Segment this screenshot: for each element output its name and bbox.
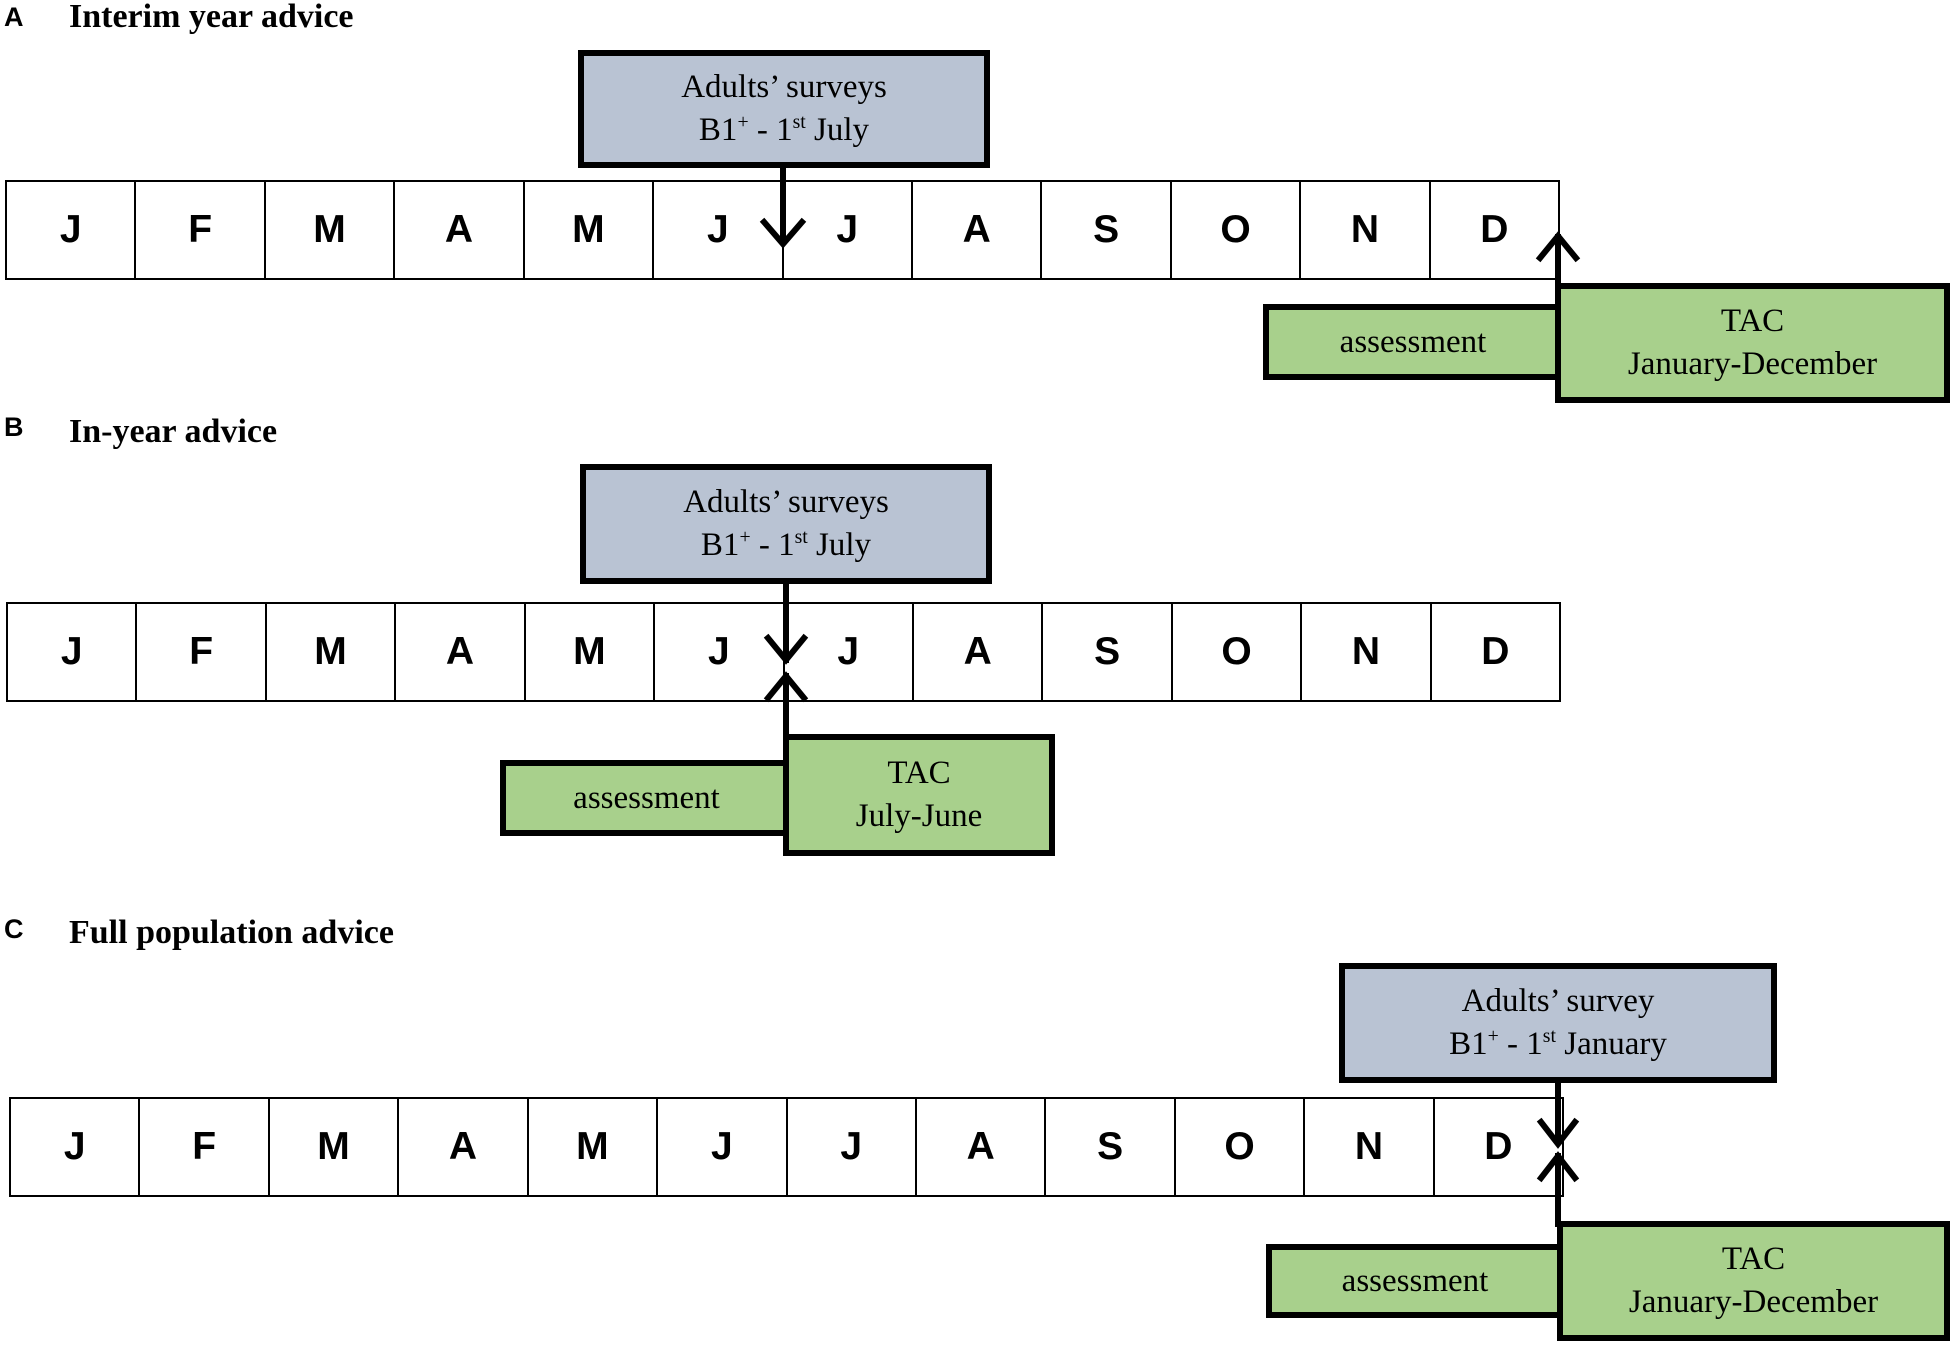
panel-title: In-year advice [69,413,278,450]
survey-label: Adults’ survey [1461,983,1655,1020]
month-cell: F [136,182,266,278]
assessment-box: assessment [500,760,793,836]
month-cell: M [526,604,656,700]
month-cell: J [784,182,913,278]
panel-title: Full population advice [69,914,394,951]
panel-title: Interim year advice [69,0,354,35]
month-cell: O [1172,182,1302,278]
survey-label: Adults’ surveys [681,69,887,106]
panel-letter: A [4,2,24,32]
month-cell: S [1042,182,1172,278]
survey-box: Adults’ surveys B1+ - 1st July [580,464,992,584]
month-cell: A [396,604,526,700]
tac-label: TAC [1720,303,1785,340]
month-cell: M [525,182,655,278]
tac-label: TAC [1721,1241,1786,1278]
assessment-box: assessment [1263,304,1563,380]
month-cell: D [1480,208,1509,251]
month-cell: A [914,604,1044,700]
assessment-label: assessment [1339,323,1487,360]
month-cell: F [137,604,267,700]
month-cell: J [785,604,914,700]
month-cell: N [1305,1099,1435,1195]
survey-date: B1+ - 1st July [700,526,872,563]
survey-date: B1+ - 1st July [698,111,870,148]
month-cell: J [788,1099,917,1195]
month-cell: J [8,604,138,700]
month-cell: S [1046,1099,1176,1195]
tac-period: July-June [855,798,983,834]
month-cell: M [270,1099,400,1195]
tac-box: TAC January-December [1557,1221,1950,1341]
month-cell: D [1484,1125,1513,1168]
assessment-label: assessment [573,779,720,816]
tac-period: January-December [1628,1284,1879,1320]
month-cell: O [1173,604,1303,700]
tac-label: TAC [887,755,951,792]
month-cell: A [913,182,1043,278]
tac-box: TAC January-December [1555,283,1950,403]
survey-box: Adults’ survey B1+ - 1st January [1339,963,1777,1083]
month-cell: D [1481,630,1510,673]
month-cell: M [529,1099,659,1195]
survey-date: B1+ - 1st January [1449,1025,1667,1062]
month-cell: A [399,1099,529,1195]
month-cell: O [1176,1099,1306,1195]
month-cell: M [267,604,397,700]
panel-letter: C [4,914,24,944]
panel-letter: B [4,412,24,442]
month-cell: S [1043,604,1173,700]
month-cell: N [1302,604,1432,700]
month-cell: F [140,1099,270,1195]
month-cell: J [11,1099,141,1195]
tac-period: January-December [1627,346,1878,382]
month-cell: M [266,182,396,278]
month-cell: J [7,182,137,278]
month-cell: A [917,1099,1047,1195]
month-cell: N [1301,182,1431,278]
assessment-box: assessment [1266,1244,1564,1318]
tac-box: TAC July-June [783,734,1055,856]
survey-label: Adults’ surveys [683,484,889,521]
month-cell: J [658,1099,788,1195]
assessment-label: assessment [1341,1262,1489,1299]
month-cell: A [395,182,525,278]
